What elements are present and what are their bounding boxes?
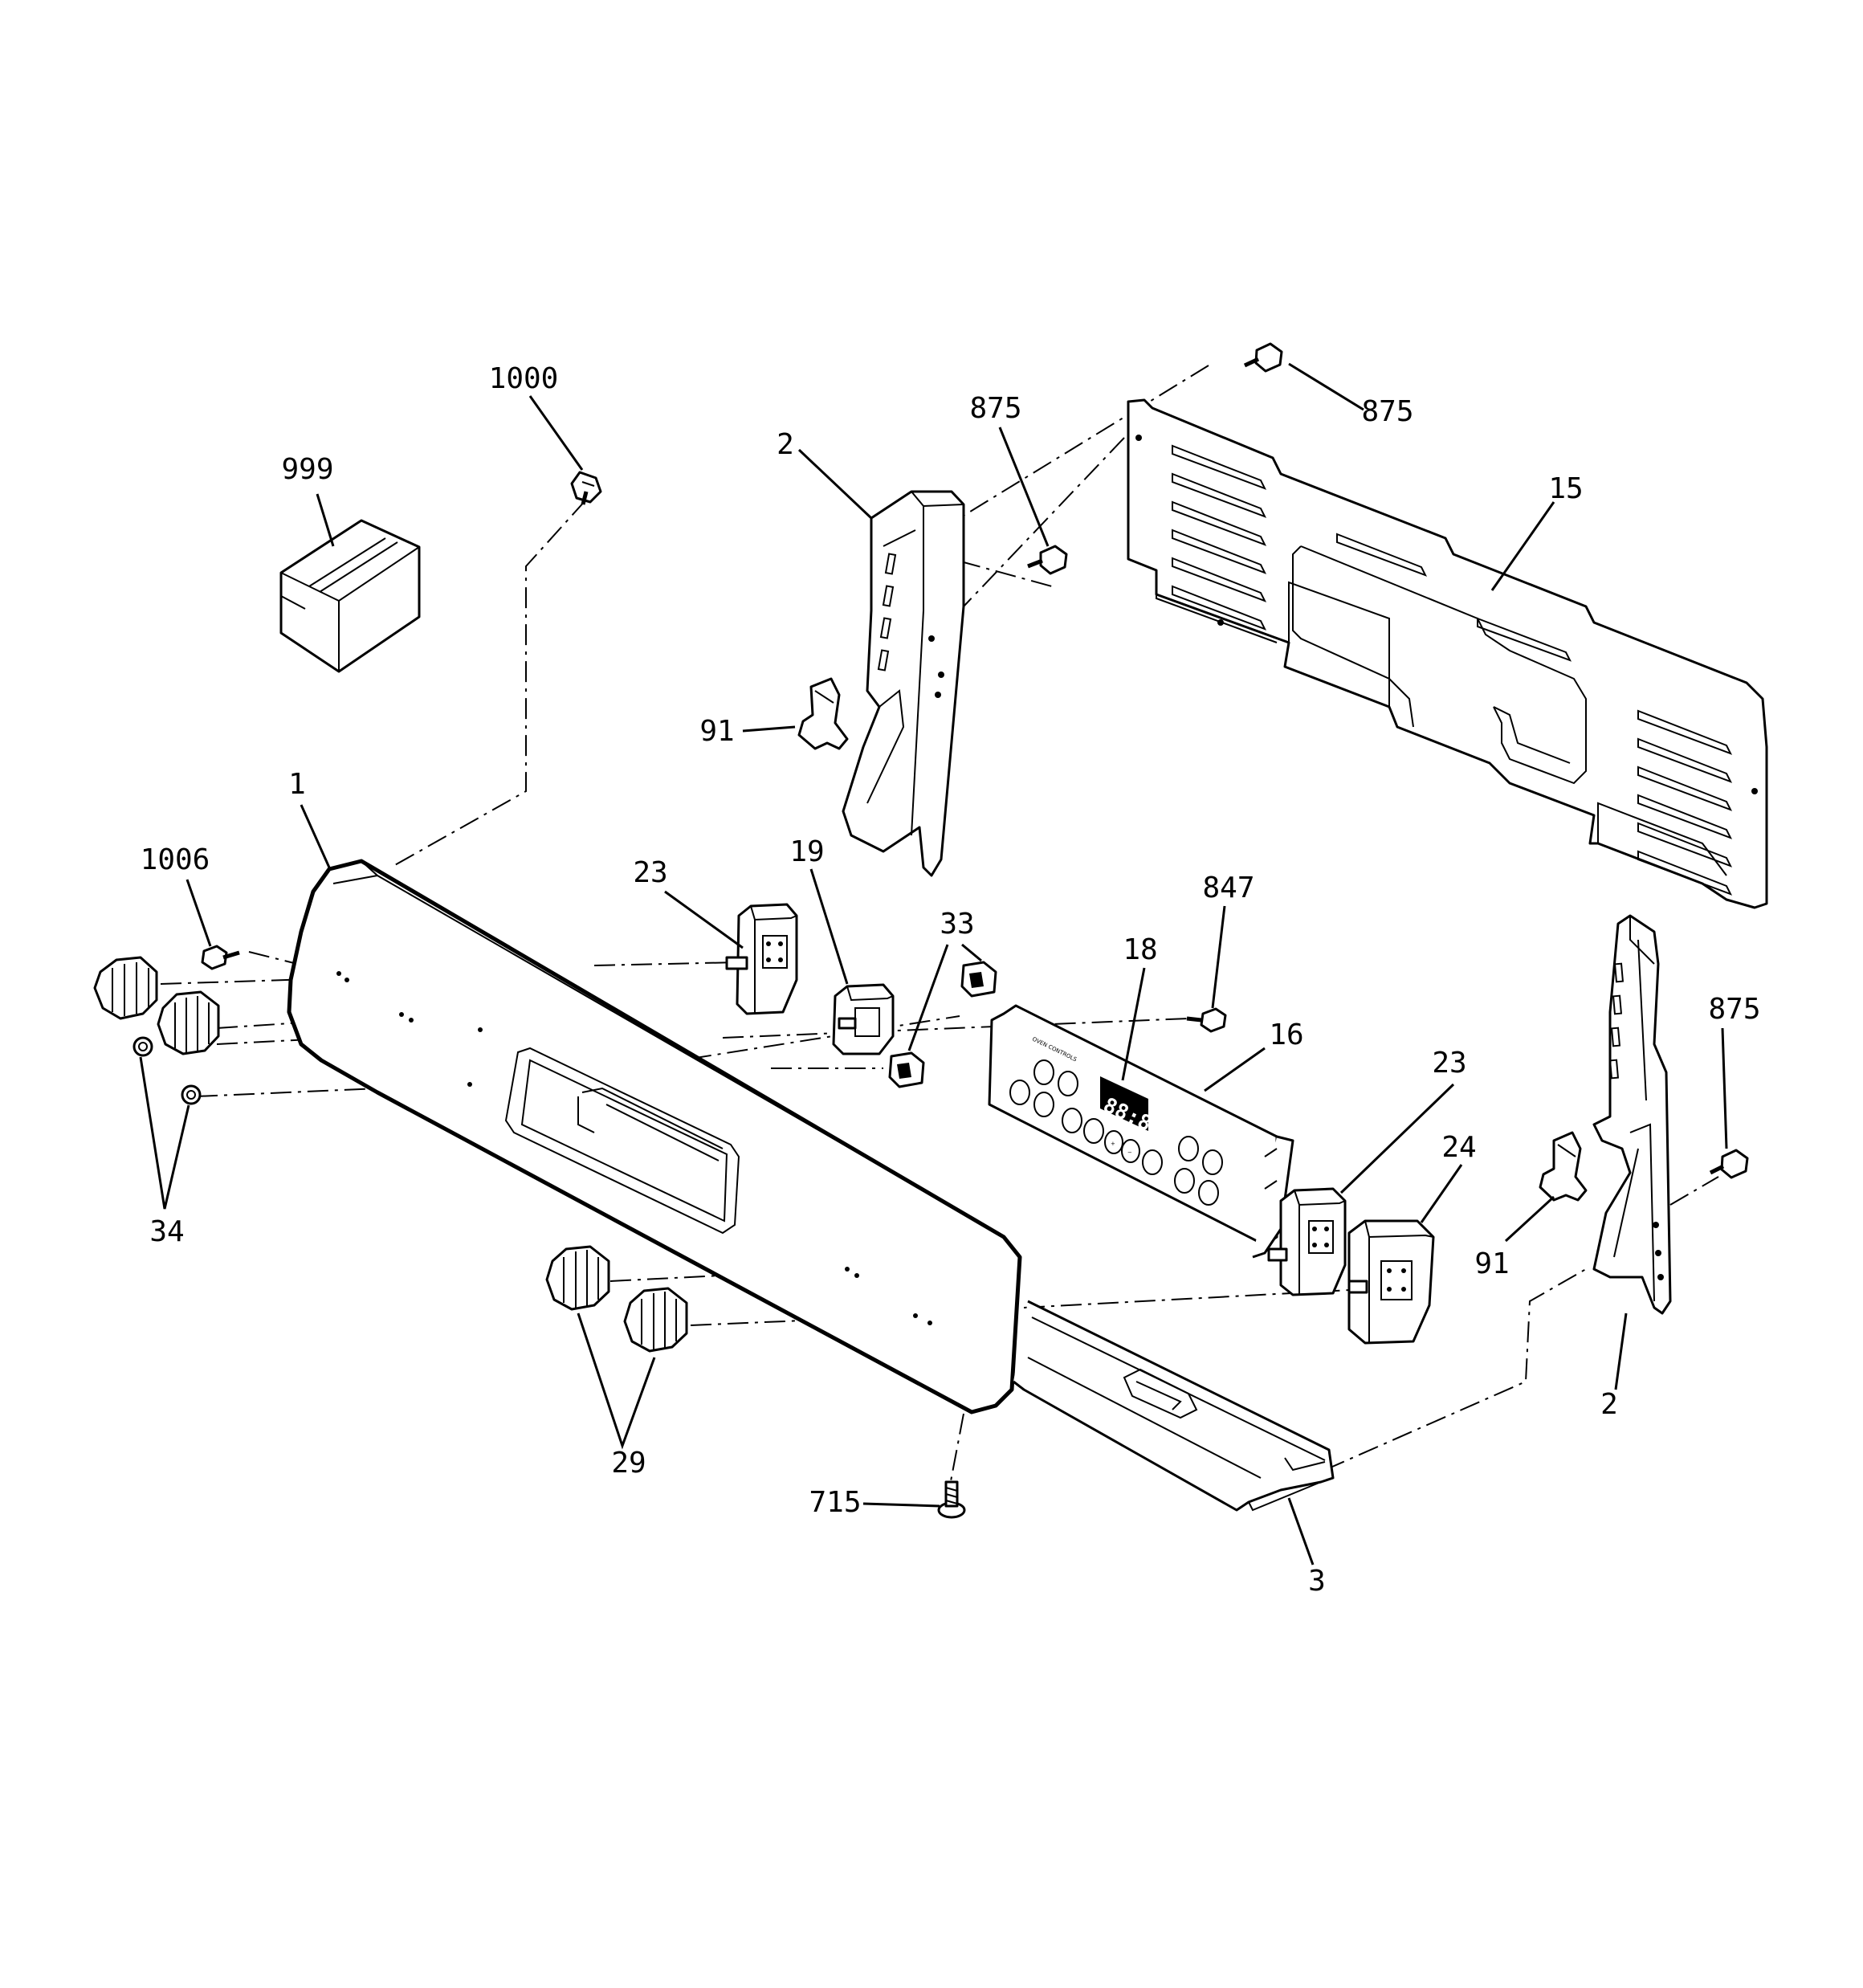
part-3-support-bracket [1013, 1300, 1335, 1512]
part-91-bracket-clip-right [1539, 1131, 1588, 1202]
part-23-infinite-switch-right [1267, 1187, 1347, 1296]
part-15-rear-panel [1127, 398, 1768, 909]
leader-lines [139, 362, 1728, 1565]
callout-16: 16 [1269, 1018, 1303, 1051]
part-2-left-end-cap [842, 490, 965, 877]
callout-24: 24 [1441, 1131, 1476, 1164]
part-23-infinite-switch-left [725, 903, 798, 1015]
callout-875-right: 875 [1708, 993, 1760, 1026]
callout-3: 3 [1308, 1565, 1326, 1598]
callout-19: 19 [789, 835, 824, 868]
callout-29: 29 [611, 1447, 646, 1480]
callout-91-left: 91 [699, 715, 734, 748]
part-875-screw-a [1027, 545, 1068, 575]
callout-2-left: 2 [777, 428, 794, 461]
part-33-rocker-switch-a [960, 961, 997, 998]
end-cap-slots [877, 553, 897, 672]
right-end-cap-slots [1608, 962, 1625, 1080]
part-2-right-end-cap [1592, 914, 1672, 1315]
callout-1006: 1006 [141, 843, 210, 876]
callout-875-left: 875 [969, 392, 1021, 425]
rear-panel-vents-left [1172, 444, 1267, 631]
part-875-screw-b [1243, 342, 1283, 373]
part-24-switch [1347, 1219, 1435, 1345]
part-knob-upper-left-1 [93, 956, 158, 1020]
part-1-control-panel [287, 859, 1022, 1414]
key-minus: − [1127, 1149, 1132, 1156]
part-34-nut-b [181, 1084, 202, 1105]
callout-715: 715 [809, 1486, 861, 1519]
part-847-screw [1186, 1007, 1227, 1033]
callout-1000: 1000 [489, 362, 559, 395]
callout-1: 1 [288, 768, 306, 801]
part-29-knob-a [545, 1245, 610, 1311]
callout-labels: 1000 999 2 91 875 875 15 1 1006 23 19 33… [141, 362, 1761, 1598]
part-91-bracket-clip-left [797, 677, 849, 750]
part-29-knob-b [623, 1287, 688, 1353]
rear-panel-vents-center [1336, 533, 1572, 662]
part-16-oven-control-board: OVEN CONTROLS 88:88 + − [988, 1004, 1294, 1259]
part-875-screw-c [1709, 1149, 1749, 1179]
control-keypad: + − [1009, 1059, 1223, 1206]
part-715-screw [937, 1480, 966, 1519]
key-plus: + [1111, 1141, 1115, 1147]
callout-33: 33 [940, 908, 974, 941]
rear-panel-vents-right [1637, 709, 1733, 896]
part-19-switch [832, 983, 895, 1055]
part-34-nut-a [132, 1036, 153, 1057]
callout-91-right: 91 [1474, 1247, 1509, 1280]
callout-18: 18 [1123, 933, 1157, 966]
callout-23-left: 23 [633, 856, 667, 889]
part-999-package-box [279, 519, 421, 673]
callout-847: 847 [1202, 872, 1254, 904]
part-knob-upper-left-2 [157, 990, 220, 1055]
callout-875-top: 875 [1361, 395, 1413, 428]
callout-999: 999 [281, 453, 333, 486]
part-1006-screw [201, 945, 240, 970]
part-1000-screw [570, 471, 602, 505]
part-33-rocker-switch-b [888, 1051, 925, 1088]
callout-15: 15 [1548, 472, 1583, 505]
callout-2-right: 2 [1600, 1388, 1618, 1421]
callout-23-right: 23 [1432, 1047, 1466, 1080]
callout-34: 34 [149, 1215, 184, 1248]
